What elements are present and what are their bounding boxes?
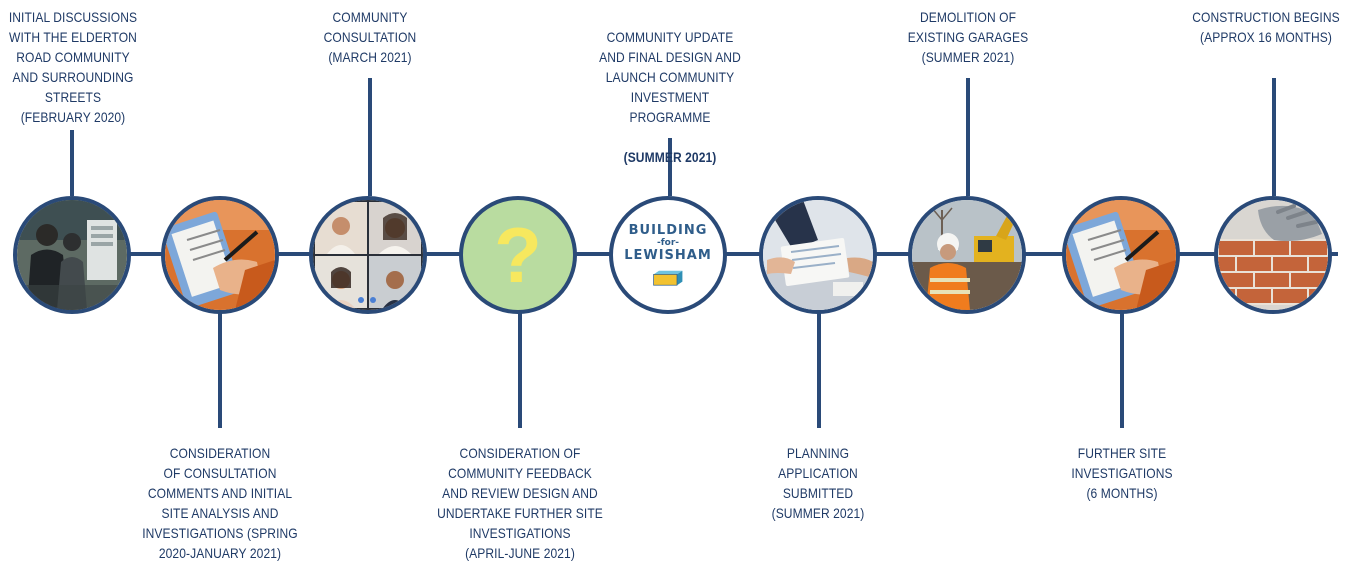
document-handover-photo <box>763 200 873 310</box>
connector-step-8 <box>1120 312 1124 428</box>
connector-step-4 <box>518 312 522 428</box>
connector-step-3 <box>368 78 372 196</box>
step-1-image <box>13 196 131 314</box>
step-6-image <box>759 196 877 314</box>
step-6-label: PLANNING APPLICATION SUBMITTED (SUMMER 2… <box>771 445 865 521</box>
step-7-label: DEMOLITION OF EXISTING GARAGES (SUMMER 2… <box>907 9 1029 65</box>
step-4-label: CONSIDERATION OF COMMUNITY FEEDBACK AND … <box>437 445 603 561</box>
worker-with-clipboard-photo <box>1066 200 1176 310</box>
logo-text-lewisham: LEWISHAM <box>624 247 712 263</box>
people-at-noticeboard-photo <box>17 200 127 310</box>
logo-text-for: -for- <box>656 237 679 248</box>
connector-step-9 <box>1272 78 1276 196</box>
video-call-grid-photo <box>313 200 423 310</box>
step-5-label-date: (SUMMER 2021) <box>623 149 717 165</box>
step-7-image <box>908 196 1026 314</box>
step-8-label: FURTHER SITE INVESTIGATIONS (6 MONTHS) <box>1071 445 1173 501</box>
step-9-label: CONSTRUCTION BEGINS (APPROX 16 MONTHS) <box>1192 9 1340 45</box>
question-mark-icon: ? <box>494 211 542 299</box>
bricklaying-photo <box>1218 200 1328 310</box>
demolition-site-photo <box>912 200 1022 310</box>
building-block-icon <box>653 270 683 286</box>
connector-step-7 <box>966 78 970 196</box>
connector-step-1 <box>70 130 74 196</box>
connector-step-2 <box>218 312 222 428</box>
worker-with-clipboard-photo <box>165 200 275 310</box>
logo-text-building: BUILDING <box>628 222 708 238</box>
step-1-label: INITIAL DISCUSSIONS WITH THE ELDERTON RO… <box>8 9 138 125</box>
step-3-label: COMMUNITY CONSULTATION (MARCH 2021) <box>323 9 417 65</box>
step-2-label: CONSIDERATION OF CONSULTATION COMMENTS A… <box>142 445 298 561</box>
step-2-image <box>161 196 279 314</box>
step-5-label-text: COMMUNITY UPDATE AND FINAL DESIGN AND LA… <box>599 29 741 125</box>
step-5-label: COMMUNITY UPDATE AND FINAL DESIGN AND LA… <box>593 7 748 167</box>
step-4-image: ? <box>459 196 577 314</box>
connector-step-5 <box>668 138 672 196</box>
connector-step-6 <box>817 312 821 428</box>
step-9-image <box>1214 196 1332 314</box>
step-3-image <box>309 196 427 314</box>
step-5-image: BUILDING -for- LEWISHAM <box>609 196 727 314</box>
step-8-image <box>1062 196 1180 314</box>
